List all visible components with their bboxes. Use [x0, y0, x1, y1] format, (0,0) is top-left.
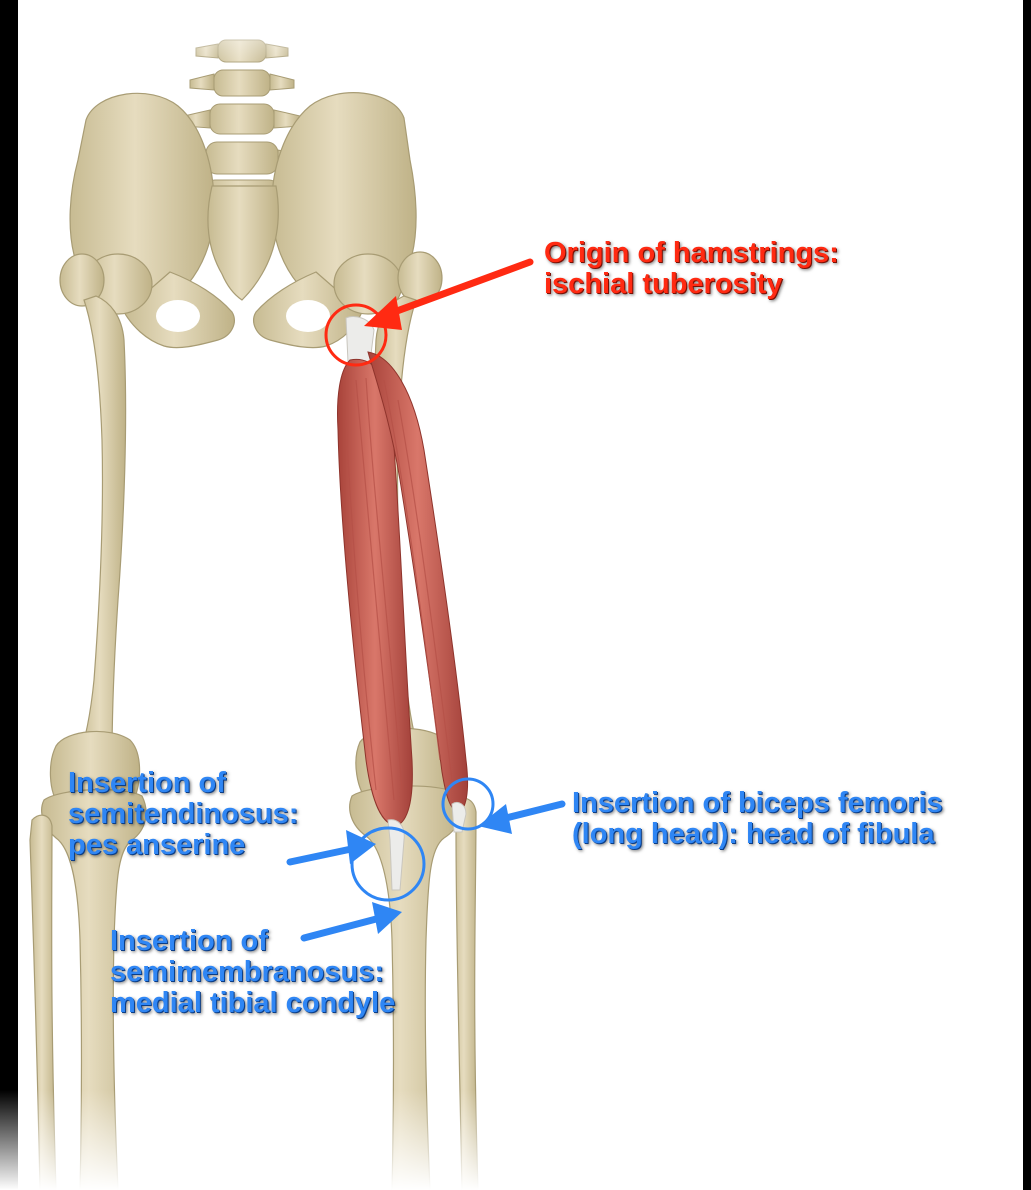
semitendinosus-label: Insertion of semitendinosus: pes anserin… [68, 768, 298, 861]
semitendinosus-label-line-3: pes anserine [68, 830, 298, 861]
biceps-femoris-label-line-2: (long head): head of fibula [572, 819, 943, 850]
semimembranosus-label-line-2: semimembranosus: [110, 957, 395, 988]
origin-label-line-1: Origin of hamstrings: [544, 238, 839, 269]
semimembranosus-label-line-3: medial tibial condyle [110, 988, 395, 1019]
origin-label: Origin of hamstrings: ischial tuberosity [544, 238, 839, 300]
obturator-foramen-left [156, 300, 200, 332]
origin-label-line-2: ischial tuberosity [544, 269, 839, 300]
biceps-femoris-label-line-1: Insertion of biceps femoris [572, 788, 943, 819]
obturator-foramen-right [286, 300, 330, 332]
semitendinosus-arrow [290, 830, 376, 864]
biceps-femoris-label: Insertion of biceps femoris (long head):… [572, 788, 943, 850]
semitendinosus-label-line-1: Insertion of [68, 768, 298, 799]
semimembranosus-label-line-1: Insertion of [110, 926, 395, 957]
legs-fade [0, 1090, 540, 1190]
spine-fade [190, 0, 300, 70]
semitendinosus-label-line-2: semitendinosus: [68, 799, 298, 830]
biceps-femoris-arrow [478, 804, 562, 834]
semimembranosus-label: Insertion of semimembranosus: medial tib… [110, 926, 395, 1019]
